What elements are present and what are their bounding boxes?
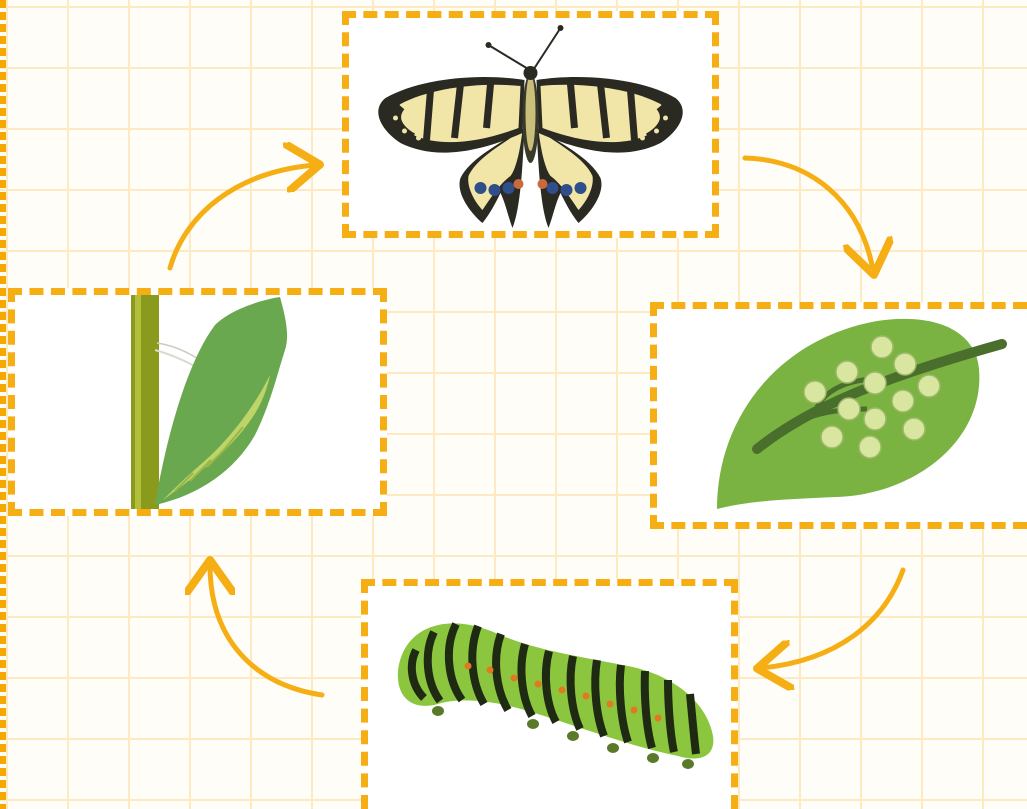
wing-half xyxy=(378,77,524,228)
eggs-on-leaf-picture xyxy=(657,309,1027,522)
stage-pupa-frame xyxy=(8,288,387,516)
left-dotted-border xyxy=(0,0,6,809)
chrysalis-picture xyxy=(15,295,380,509)
butterfly-picture xyxy=(349,18,712,231)
arrow-pupa-to-adult xyxy=(170,165,315,268)
arrow-larva-to-pupa xyxy=(210,565,322,695)
stage-larva-frame xyxy=(361,579,738,809)
stage-egg-frame xyxy=(650,302,1027,529)
caterpillar-picture xyxy=(368,586,738,809)
stage-adult-frame xyxy=(342,11,719,238)
arrow-adult-to-egg xyxy=(745,158,873,270)
arrow-egg-to-larva xyxy=(762,570,903,668)
